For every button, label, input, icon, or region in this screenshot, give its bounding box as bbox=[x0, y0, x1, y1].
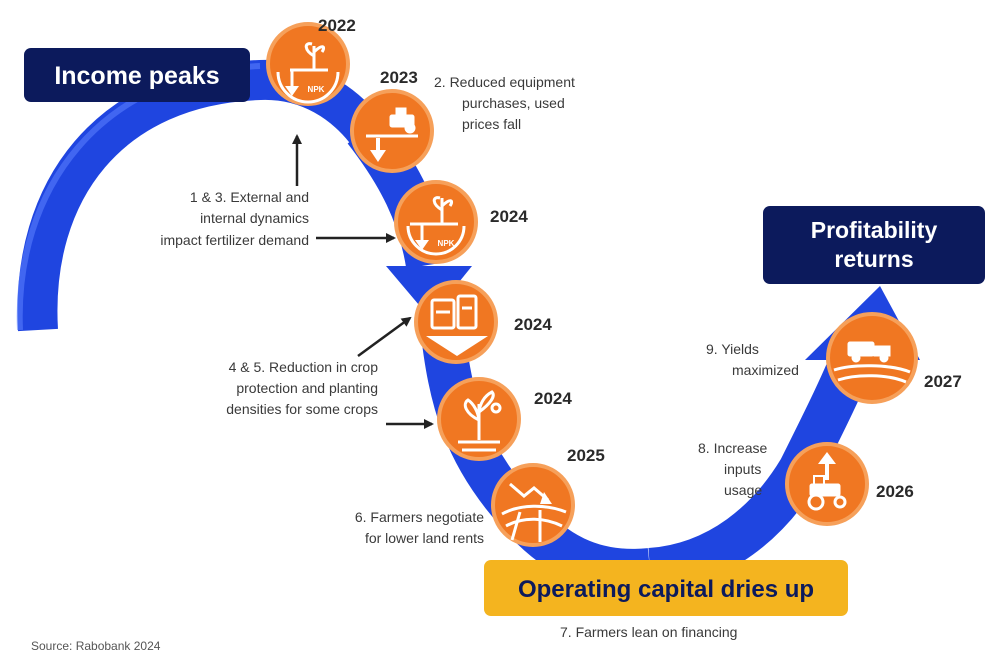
annotation-8: 8. Increase inputs usage bbox=[698, 440, 767, 498]
step-circle-2024-crop-protection bbox=[414, 280, 498, 364]
profitability-label-line2: returns bbox=[834, 246, 913, 272]
fertilizer-npk-icon bbox=[276, 42, 340, 104]
annotation-2-line3: prices fall bbox=[462, 116, 521, 132]
annotation-1-3-line1: 1 & 3. External and bbox=[190, 189, 309, 205]
tractor-down-icon bbox=[366, 107, 418, 162]
annotation-2-line1: 2. Reduced equipment bbox=[434, 74, 575, 90]
step-circle-2022: NPK bbox=[266, 22, 350, 106]
source-note: Source: Rabobank 2024 bbox=[31, 639, 161, 653]
planting-seedling-icon bbox=[458, 390, 502, 452]
annotation-2: 2. Reduced equipment purchases, used pri… bbox=[434, 74, 575, 132]
profitability-label-line1: Profitability bbox=[811, 217, 938, 243]
annotation-8-line3: usage bbox=[724, 482, 762, 498]
year-label-2023: 2023 bbox=[380, 68, 418, 87]
annotation-4-5: 4 & 5. Reduction in crop protection and … bbox=[226, 359, 378, 417]
step-circle-2026 bbox=[785, 442, 869, 526]
harvester-field-icon bbox=[833, 341, 911, 384]
annotation-8-line1: 8. Increase bbox=[698, 440, 767, 456]
year-label-2024-a: 2024 bbox=[490, 207, 528, 226]
tractor-up-icon bbox=[807, 452, 847, 511]
year-label-2025: 2025 bbox=[567, 446, 605, 465]
income-peaks-label: Income peaks bbox=[54, 62, 219, 90]
annotation-8-line2: inputs bbox=[724, 461, 761, 477]
npk-label-2022: NPK bbox=[308, 85, 325, 94]
crop-protection-icon bbox=[426, 294, 488, 356]
profitability-returns-box: Profitability returns bbox=[763, 206, 985, 284]
annotation-1-3-line3: impact fertilizer demand bbox=[160, 232, 309, 248]
npk-label-2024: NPK bbox=[438, 239, 455, 248]
operating-capital-box: Operating capital dries up bbox=[484, 560, 848, 616]
annotation-6: 6. Farmers negotiate for lower land rent… bbox=[355, 509, 484, 546]
annotation-4-5-line3: densities for some crops bbox=[226, 401, 378, 417]
year-label-2024-b: 2024 bbox=[514, 315, 552, 334]
year-label-2024-c: 2024 bbox=[534, 389, 572, 408]
year-label-2022: 2022 bbox=[318, 16, 356, 35]
annotation-1-3: 1 & 3. External and internal dynamics im… bbox=[160, 189, 309, 248]
annotation-9: 9. Yields maximized bbox=[706, 341, 799, 378]
year-label-2026: 2026 bbox=[876, 482, 914, 501]
step-circle-2025 bbox=[491, 463, 575, 547]
pointer-arrows bbox=[292, 134, 434, 429]
annotation-6-line2: for lower land rents bbox=[365, 530, 484, 546]
fertilizer-npk-icon bbox=[406, 196, 466, 256]
annotation-4-5-line2: protection and planting bbox=[236, 380, 378, 396]
step-circle-2024-fertilizer: NPK bbox=[394, 180, 478, 264]
annotation-4-5-line1: 4 & 5. Reduction in crop bbox=[229, 359, 379, 375]
annotation-9-line1: 9. Yields bbox=[706, 341, 759, 357]
step-circle-2024-planting bbox=[437, 377, 521, 461]
pointer-arrow-to-crop-protection bbox=[357, 316, 412, 358]
land-rent-icon bbox=[501, 482, 567, 542]
operating-capital-label: Operating capital dries up bbox=[518, 576, 814, 603]
annotation-7: 7. Farmers lean on financing bbox=[560, 624, 737, 640]
step-circle-2023 bbox=[350, 89, 434, 173]
annotation-2-line2: purchases, used bbox=[462, 95, 565, 111]
annotation-9-line2: maximized bbox=[732, 362, 799, 378]
annotation-6-line1: 6. Farmers negotiate bbox=[355, 509, 484, 525]
step-circle-2027 bbox=[826, 312, 918, 404]
income-peaks-box: Income peaks bbox=[24, 48, 250, 102]
year-label-2027: 2027 bbox=[924, 372, 962, 391]
annotation-1-3-line2: internal dynamics bbox=[200, 210, 309, 226]
